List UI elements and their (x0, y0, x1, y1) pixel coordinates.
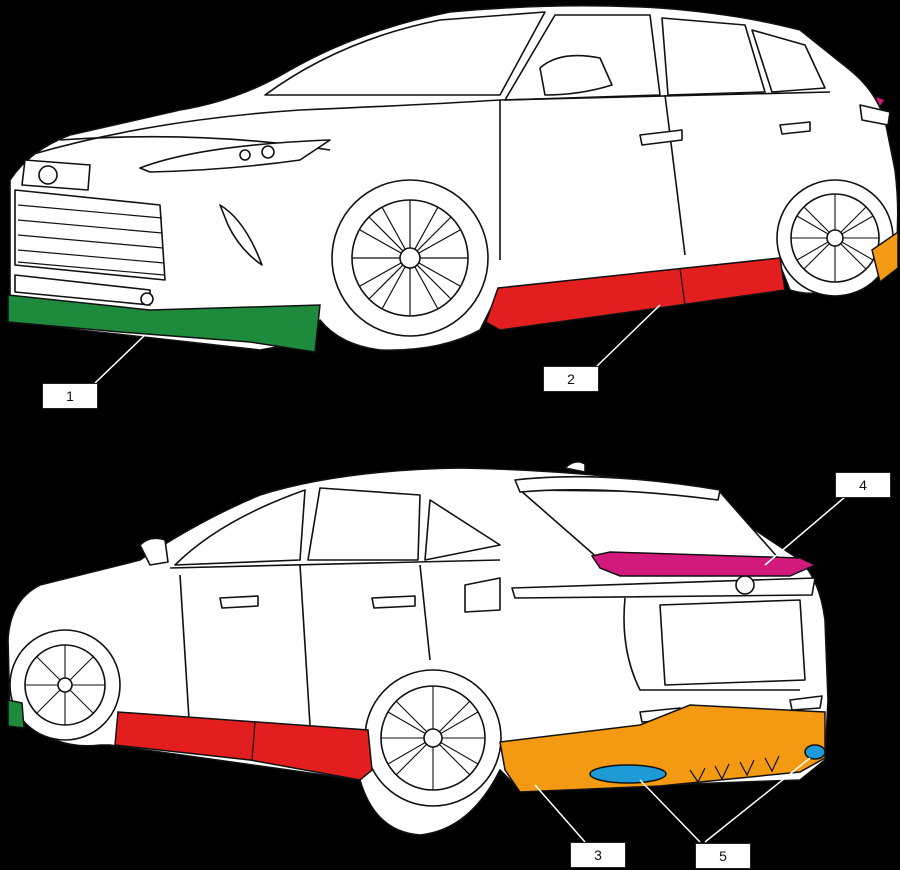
rear-view-rear-wheel-hub (423, 728, 443, 748)
front-fog-lamp (140, 292, 154, 306)
callout-2-leader (594, 304, 661, 369)
rear-emblem (735, 575, 755, 595)
front-fog-vent (219, 204, 263, 266)
front-windshield (264, 11, 546, 96)
side-skirt-split-line-rear (251, 721, 256, 761)
front-hood-line (29, 99, 501, 156)
front-view-rear-wheel-hub (826, 229, 844, 247)
front-headlight (139, 139, 331, 173)
rear-spoiler-corner-front-view (871, 230, 899, 284)
rear-fuel-door (464, 577, 501, 613)
callout-1-leader (94, 334, 146, 384)
front-door-handle-2 (779, 121, 811, 135)
rear-side-window-1 (174, 489, 306, 566)
muffler-cutter-left (589, 764, 667, 784)
front-view-tail-light (859, 104, 891, 126)
rear-hatch-line (623, 597, 800, 691)
front-view-car (9, 4, 899, 351)
callout-2: 2 (543, 366, 599, 392)
rear-side-window-3 (424, 499, 501, 561)
callout-4: 4 (835, 472, 891, 498)
rear-door-line-1 (179, 574, 191, 736)
front-emblem (38, 165, 58, 185)
rear-door-line-2 (299, 564, 311, 726)
callout-1: 1 (42, 383, 98, 409)
rear-shark-fin (564, 460, 586, 473)
rear-wing-tip-front-view (876, 97, 884, 106)
rear-view-front-wheel-hub (57, 677, 73, 693)
front-side-window-3 (751, 29, 826, 93)
rear-door-line-3 (419, 564, 431, 661)
rear-door-handle-2 (371, 595, 416, 609)
rear-wing-part (590, 551, 817, 577)
rear-license-area (659, 599, 806, 686)
front-beltline (499, 91, 831, 101)
rear-beltline (169, 559, 501, 569)
side-skirt-part-rear-view (114, 711, 373, 781)
muffler-cutter-right (804, 744, 826, 760)
front-door-line-2 (664, 94, 686, 256)
front-grille (14, 189, 166, 281)
front-grille-slats (17, 204, 165, 276)
rear-side-window-2 (307, 487, 421, 561)
rear-side-mirror (139, 537, 169, 566)
callout-3: 3 (570, 842, 626, 868)
callout-5: 5 (695, 843, 751, 869)
callout-5-leader-left (639, 779, 701, 843)
callout-3-leader (534, 784, 586, 843)
rear-reflector-right (789, 695, 823, 711)
rear-diffuser-fins (689, 755, 780, 784)
front-spoiler-part (7, 294, 321, 353)
callout-5-leader-right (704, 757, 811, 843)
front-side-mirror (539, 54, 613, 96)
front-side-window-2 (661, 17, 766, 96)
side-skirt-split-line-front (679, 267, 686, 306)
rear-spoiler-part (499, 704, 826, 793)
front-spoiler-corner-rear-view (7, 699, 25, 729)
front-wheel-hub (399, 247, 421, 269)
side-skirt-part-front-view (485, 257, 786, 331)
front-headlight-lens (261, 145, 275, 159)
rear-roof-spoiler (514, 475, 721, 501)
front-door-handle-1 (639, 129, 683, 146)
front-headlight-lens-2 (239, 149, 251, 161)
callout-4-leader (764, 496, 846, 566)
rear-door-handle-1 (219, 595, 259, 609)
